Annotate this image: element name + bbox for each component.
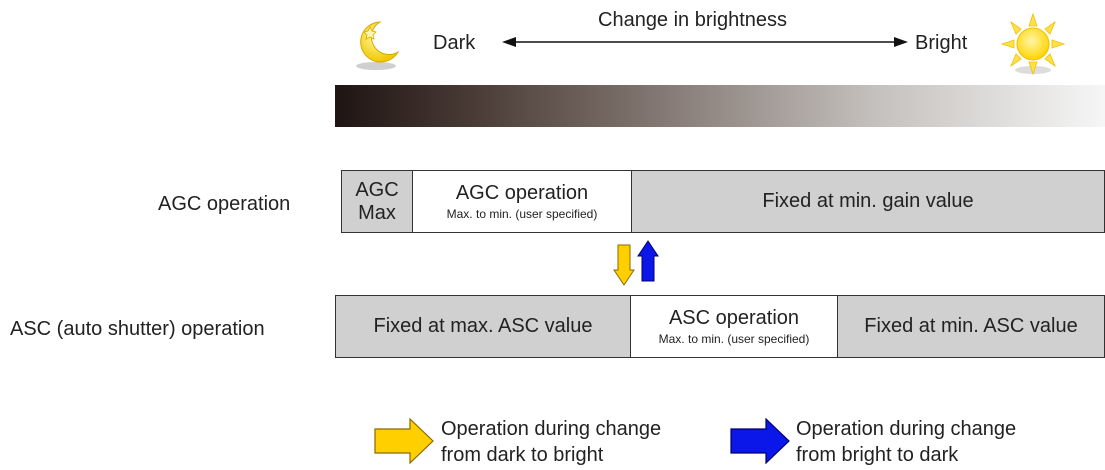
diagram-title: Change in brightness (598, 9, 788, 31)
legend-bright-to-dark-line2: from bright to dark (796, 444, 959, 466)
agc-max-line1: AGC (355, 178, 399, 201)
agc-fixed-min-cell: Fixed at min. gain value (631, 170, 1105, 233)
bright-label: Bright (915, 32, 968, 54)
moon-icon (356, 21, 400, 70)
dark-to-bright-small-arrow-icon (613, 244, 635, 286)
agc-row-label: AGC operation (158, 193, 291, 215)
brightness-gradient-bar (335, 85, 1105, 127)
asc-fixed-min-text: Fixed at min. ASC value (864, 315, 1078, 337)
legend-dark-to-bright-line2: from dark to bright (441, 444, 604, 466)
brightness-arrow (502, 37, 908, 47)
asc-fixed-max-cell: Fixed at max. ASC value (335, 295, 631, 358)
agc-max-cell: AGC Max (341, 170, 413, 233)
asc-operation-title: ASC operation (668, 306, 800, 329)
dark-label: Dark (433, 32, 476, 54)
asc-fixed-max-text: Fixed at max. ASC value (373, 315, 593, 337)
asc-operation-cell: ASC operation Max. to min. (user specifi… (630, 295, 838, 358)
agc-max-line2: Max (358, 201, 396, 224)
legend-dark-to-bright-line1: Operation during change (441, 418, 662, 440)
sun-icon (1000, 12, 1066, 76)
bright-to-dark-small-arrow-icon (637, 240, 659, 282)
agc-operation-cell: AGC operation Max. to min. (user specifi… (412, 170, 632, 233)
agc-fixed-min-text: Fixed at min. gain value (762, 190, 974, 212)
agc-operation-title: AGC operation (455, 181, 589, 204)
asc-operation-note: Max. to min. (user specified) (658, 331, 810, 346)
agc-operation-note: Max. to min. (user specified) (446, 206, 598, 221)
legend-dark-to-bright-arrow-icon (374, 418, 434, 464)
legend-bright-to-dark-arrow-icon (730, 418, 790, 464)
asc-fixed-min-cell: Fixed at min. ASC value (837, 295, 1105, 358)
legend-bright-to-dark-line1: Operation during change (796, 418, 1017, 440)
asc-row-label: ASC (auto shutter) operation (10, 318, 265, 340)
